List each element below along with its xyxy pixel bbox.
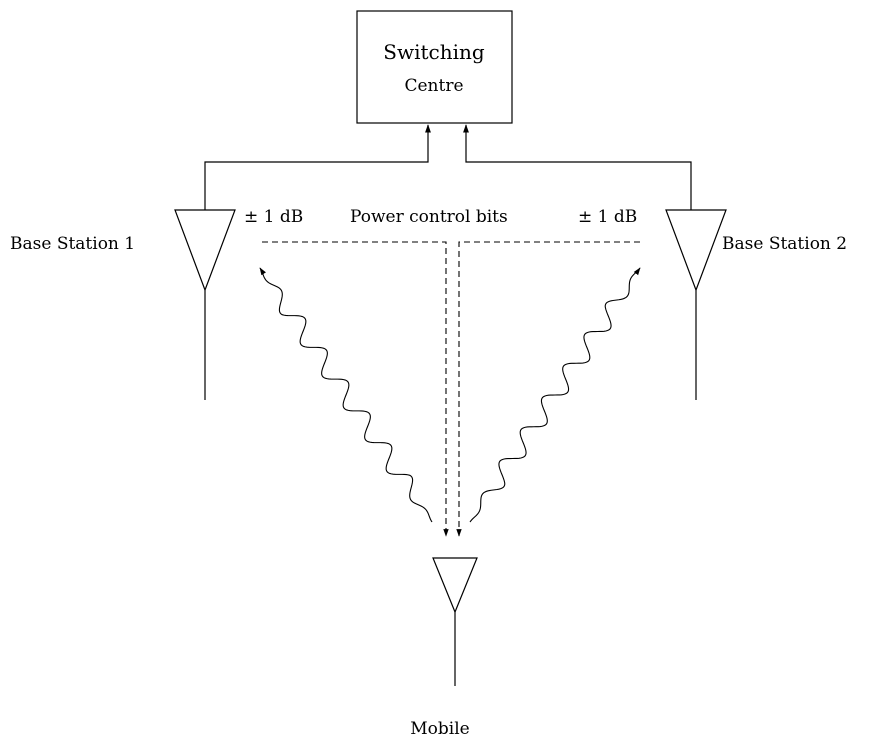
- base-station-2-antenna-icon: [665, 209, 727, 400]
- power-step-left-label: ± 1 dB: [244, 207, 303, 227]
- bs2-to-centre-link: [463, 124, 692, 210]
- switching-centre-title: Switching: [383, 40, 485, 64]
- switching-centre-box: [356, 10, 513, 124]
- radio-link-to-base-station-2: [469, 267, 641, 523]
- switching-centre: Switching Centre: [356, 10, 513, 124]
- power-control-path-left: [262, 241, 449, 537]
- power-step-right-label: ± 1 dB: [578, 207, 637, 227]
- base-station-2-label: Base Station 2: [722, 234, 847, 254]
- base-station-1-antenna-icon: [174, 209, 236, 400]
- mobile-label: Mobile: [410, 719, 469, 739]
- switching-centre-subtitle: Centre: [404, 76, 463, 96]
- mobile-antenna-icon: [432, 557, 478, 686]
- base-station-1-label: Base Station 1: [10, 234, 135, 254]
- power-control-path-right: [456, 241, 640, 537]
- radio-link-to-base-station-1: [259, 267, 433, 523]
- bs1-to-centre-link: [204, 124, 431, 210]
- power-control-bits-label: Power control bits: [350, 207, 508, 227]
